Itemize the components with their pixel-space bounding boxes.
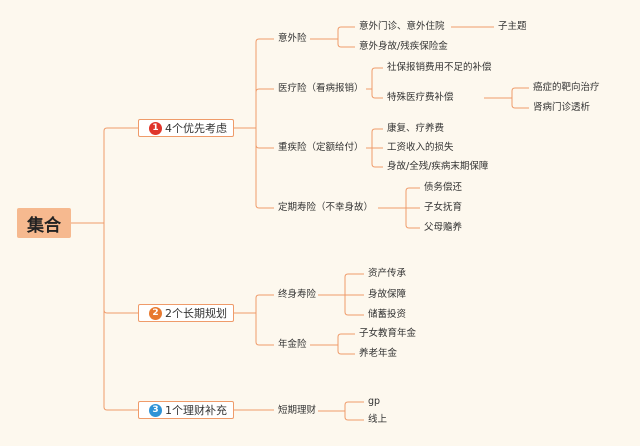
connector xyxy=(255,38,274,128)
leaf-parent-support[interactable]: 父母赡养 xyxy=(424,222,463,233)
topic-medical[interactable]: 医疗险（看病报销） xyxy=(278,83,364,94)
connector xyxy=(344,411,364,421)
leaf-savings[interactable]: 储蓄投资 xyxy=(368,309,407,320)
branch-node-long-term[interactable]: 2 2个长期规划 xyxy=(138,304,234,322)
connector xyxy=(337,26,355,39)
connector xyxy=(255,294,274,313)
connector xyxy=(344,401,364,411)
number-badge: 2 xyxy=(149,306,162,320)
branch-label: 2个长期规划 xyxy=(165,307,227,320)
connector xyxy=(337,345,355,355)
leaf-accident-clinic[interactable]: 意外门诊、意外住院 xyxy=(359,21,445,32)
number-badge: 3 xyxy=(149,403,162,417)
connector xyxy=(344,295,364,316)
connector xyxy=(405,208,420,229)
connector xyxy=(337,333,355,345)
root-label: 集合 xyxy=(27,215,61,236)
topic-annuity[interactable]: 年金险 xyxy=(278,339,307,350)
branch-node-finance[interactable]: 3 1个理财补充 xyxy=(138,401,234,419)
connector xyxy=(405,187,420,208)
connector xyxy=(371,89,383,99)
connector xyxy=(103,223,138,314)
topic-accident[interactable]: 意外险 xyxy=(278,33,307,44)
leaf-pension-annuity[interactable]: 养老年金 xyxy=(359,348,398,359)
branch-label: 4个优先考虑 xyxy=(165,122,227,135)
branch-node-priority[interactable]: 1 4个优先考虑 xyxy=(138,119,234,137)
connector xyxy=(255,313,274,346)
branch-label: 1个理财补充 xyxy=(165,404,227,417)
connector xyxy=(371,67,383,89)
leaf-debt[interactable]: 债务偿还 xyxy=(424,182,463,193)
connector xyxy=(255,128,274,149)
topic-critical-illness[interactable]: 重疾险（定额给付） xyxy=(278,142,364,153)
leaf-cancer-targeted[interactable]: 癌症的靶向治疗 xyxy=(533,82,600,93)
leaf-accident-death[interactable]: 意外身故/残疾保险金 xyxy=(359,41,448,52)
connector xyxy=(371,148,383,168)
leaf-recovery[interactable]: 康复、疗养费 xyxy=(387,123,445,134)
connector xyxy=(337,39,355,48)
leaf-asset-inheritance[interactable]: 资产传承 xyxy=(368,268,407,279)
connector xyxy=(344,273,364,295)
leaf-death-protection[interactable]: 身故保障 xyxy=(368,289,407,300)
leaf-online[interactable]: 线上 xyxy=(368,414,388,425)
connector xyxy=(255,128,274,209)
connector xyxy=(103,223,138,411)
connector xyxy=(103,127,138,223)
topic-short-term-finance[interactable]: 短期理财 xyxy=(278,405,317,416)
root-node[interactable]: 集合 xyxy=(17,208,71,238)
leaf-terminal-protection[interactable]: 身故/全残/疾病末期保障 xyxy=(387,161,489,172)
connector xyxy=(255,88,274,128)
leaf-child-rearing[interactable]: 子女抚育 xyxy=(424,202,463,213)
topic-whole-life[interactable]: 终身寿险 xyxy=(278,289,317,300)
connector xyxy=(511,87,529,98)
leaf-income-loss[interactable]: 工资收入的损失 xyxy=(387,142,454,153)
topic-term-life[interactable]: 定期寿险（不幸身故） xyxy=(278,202,374,213)
leaf-kidney-dialysis[interactable]: 肾病门诊透析 xyxy=(533,102,591,113)
leaf-special-medical[interactable]: 特殊医疗费补偿 xyxy=(387,92,454,103)
leaf-social-insurance[interactable]: 社保报销费用不足的补偿 xyxy=(387,62,492,73)
leaf-gp[interactable]: gp xyxy=(368,396,381,407)
leaf-subtopic[interactable]: 子主题 xyxy=(498,21,527,32)
connector xyxy=(511,98,529,109)
number-badge: 1 xyxy=(149,121,162,135)
connector xyxy=(371,128,383,148)
leaf-education-annuity[interactable]: 子女教育年金 xyxy=(359,328,417,339)
